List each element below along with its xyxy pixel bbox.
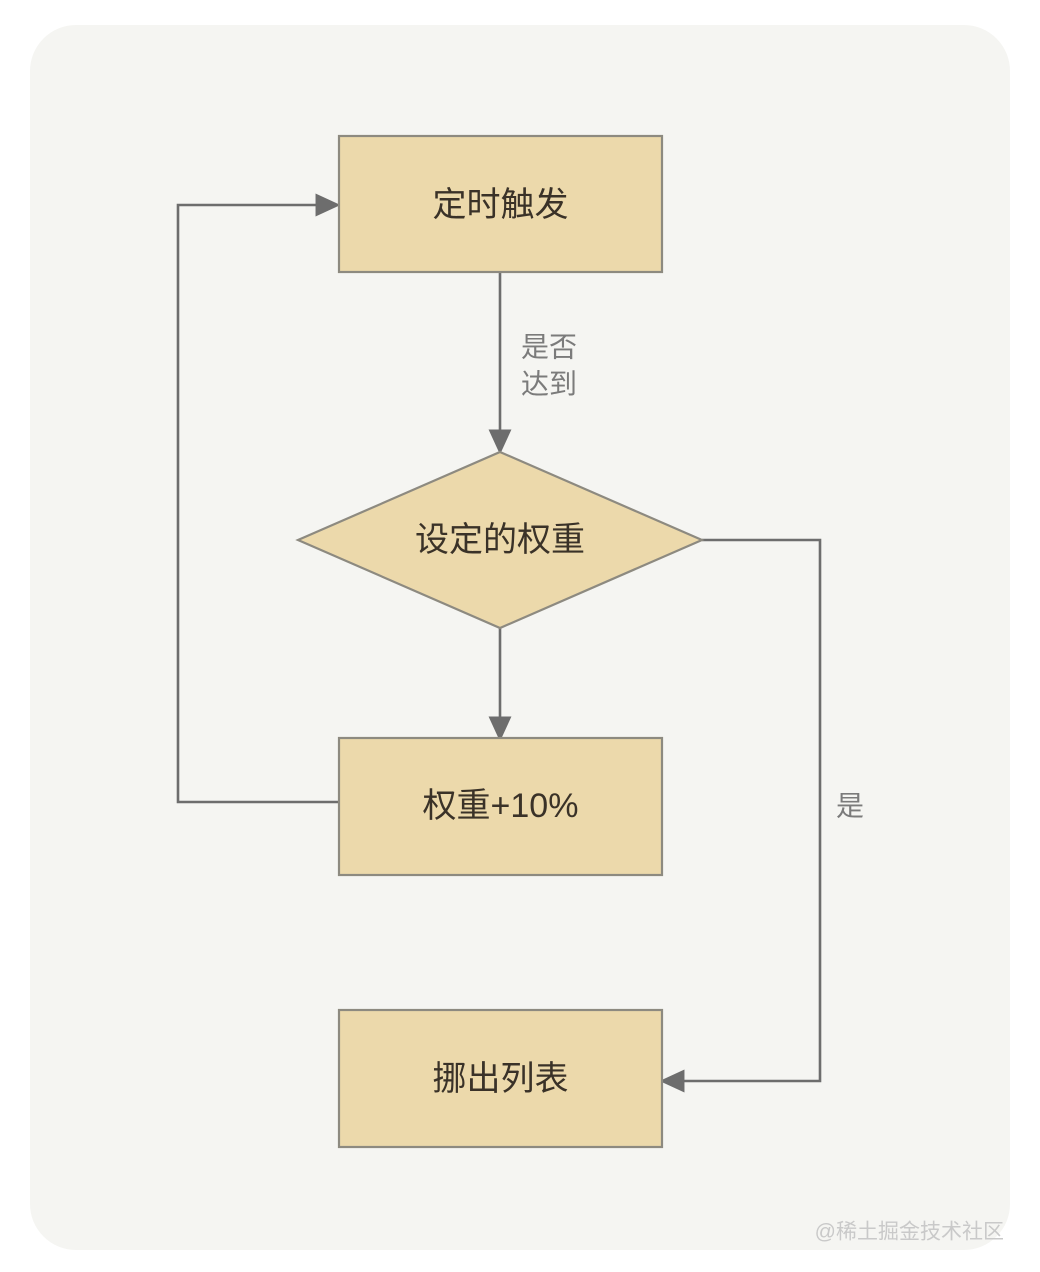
edge-label-trigger-to-decision-line1: 是否 [521,332,577,363]
watermark-label: @稀土掘金技术社区 [815,1221,1004,1244]
node-remove[interactable]: 挪出列表 [337,1008,664,1149]
edge-decision-to-remove: 是 [659,538,864,1093]
node-remove-shape[interactable] [337,1008,664,1149]
node-trigger-label: 定时触发 [433,186,569,224]
edge-increase-to-trigger-path [176,193,341,804]
edge-trigger-to-decision: 是否 达到 [488,272,577,455]
edge-label-trigger-to-decision-line2: 达到 [521,369,577,400]
edge-decision-to-remove-path [659,538,822,1093]
node-decision-label: 设定的权重 [415,521,585,559]
node-decision-shape[interactable] [295,450,705,630]
node-trigger[interactable]: 定时触发 [337,134,664,274]
node-increase-label: 权重+10% [423,787,579,825]
node-increase[interactable]: 权重+10% [337,736,664,877]
node-trigger-shape[interactable] [337,134,664,274]
edge-label-decision-to-remove: 是 [836,791,864,822]
node-increase-shape[interactable] [337,736,664,877]
node-remove-label: 挪出列表 [433,1060,569,1098]
node-decision[interactable]: 设定的权重 [295,450,705,630]
edge-increase-to-trigger [176,193,341,804]
